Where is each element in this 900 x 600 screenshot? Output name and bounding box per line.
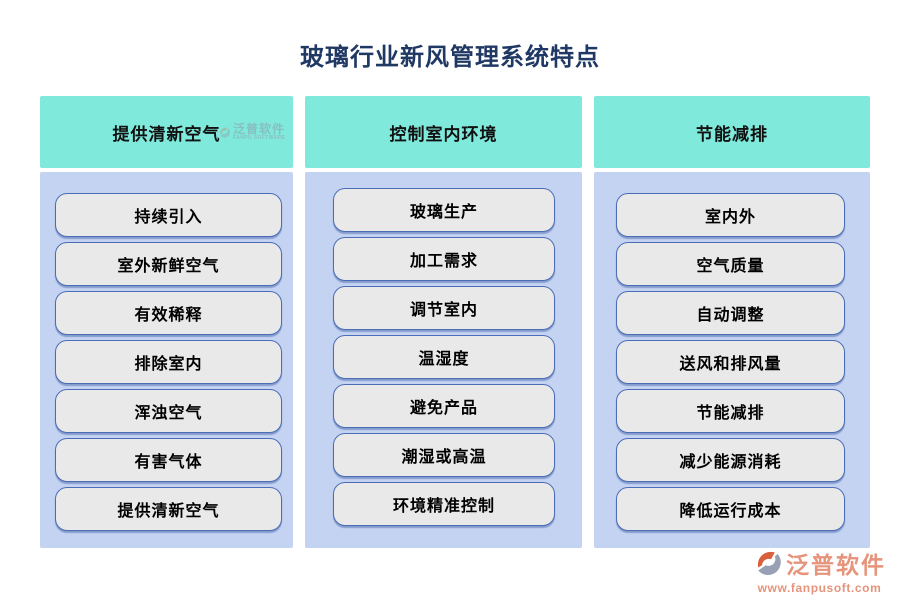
feature-column: 控制室内环境 泛普软件 FANPU SOFTWARE 玻璃生产 加工需求 调节室… [305, 96, 582, 548]
feature-item: 降低运行成本 [616, 487, 845, 531]
feature-item: 减少能源消耗 [616, 438, 845, 482]
fanpu-logo-icon [757, 551, 781, 576]
feature-item: 自动调整 [616, 291, 845, 335]
feature-column: 提供清新空气 泛普软件 FANPU SOFTWARE 持续引入 室外新鲜空气 有… [40, 96, 293, 548]
feature-item: 排除室内 [55, 340, 282, 384]
watermark-text-block: 泛普软件 FANPU SOFTWARE [233, 123, 285, 141]
feature-item: 玻璃生产 [333, 188, 555, 232]
column-title: 提供清新空气 [112, 124, 221, 144]
watermark-subtext: FANPU SOFTWARE [233, 135, 286, 141]
column-header: 提供清新空气 泛普软件 FANPU SOFTWARE [40, 96, 293, 168]
brand-logo-row: 泛普软件 [753, 546, 886, 580]
column-body: 持续引入 室外新鲜空气 有效稀释 排除室内 浑浊空气 有害气体 提供清新空气 [40, 172, 293, 548]
column-header: 节能减排 泛普软件 FANPU SOFTWARE [594, 96, 870, 168]
feature-item: 持续引入 [55, 193, 282, 237]
feature-item: 空气质量 [616, 242, 845, 286]
feature-item: 室外新鲜空气 [55, 242, 282, 286]
brand-url: www.fanpusoft.com [757, 581, 882, 595]
feature-column: 节能减排 泛普软件 FANPU SOFTWARE 室内外 空气质量 自动调整 送… [594, 96, 870, 548]
feature-item: 调节室内 [333, 286, 555, 330]
column-header: 控制室内环境 泛普软件 FANPU SOFTWARE [305, 96, 582, 168]
page-title: 玻璃行业新风管理系统特点 [300, 44, 600, 71]
feature-item: 有效稀释 [55, 291, 282, 335]
feature-item: 有害气体 [55, 438, 282, 482]
feature-item: 节能减排 [616, 389, 845, 433]
column-title: 节能减排 [696, 124, 768, 144]
feature-item: 送风和排风量 [616, 340, 845, 384]
watermark-logo-icon [220, 127, 231, 138]
feature-item: 室内外 [616, 193, 845, 237]
brand-name: 泛普软件 [786, 552, 886, 578]
feature-item: 潮湿或高温 [333, 433, 555, 477]
watermark-text: 泛普软件 [233, 122, 286, 136]
header-watermark: 泛普软件 FANPU SOFTWARE [218, 123, 285, 141]
feature-item: 加工需求 [333, 237, 555, 281]
brand-logo: 泛普软件 www.fanpusoft.com [753, 546, 886, 595]
column-body: 室内外 空气质量 自动调整 送风和排风量 节能减排 减少能源消耗 降低运行成本 [594, 172, 870, 548]
feature-item: 浑浊空气 [55, 389, 282, 433]
feature-item: 温湿度 [333, 335, 555, 379]
feature-item: 环境精准控制 [333, 482, 555, 526]
feature-columns: 提供清新空气 泛普软件 FANPU SOFTWARE 持续引入 室外新鲜空气 有… [40, 96, 900, 548]
column-body: 玻璃生产 加工需求 调节室内 温湿度 避免产品 潮湿或高温 环境精准控制 [305, 172, 582, 548]
column-title: 控制室内环境 [389, 124, 498, 144]
feature-item: 提供清新空气 [55, 487, 282, 531]
feature-item: 避免产品 [333, 384, 555, 428]
